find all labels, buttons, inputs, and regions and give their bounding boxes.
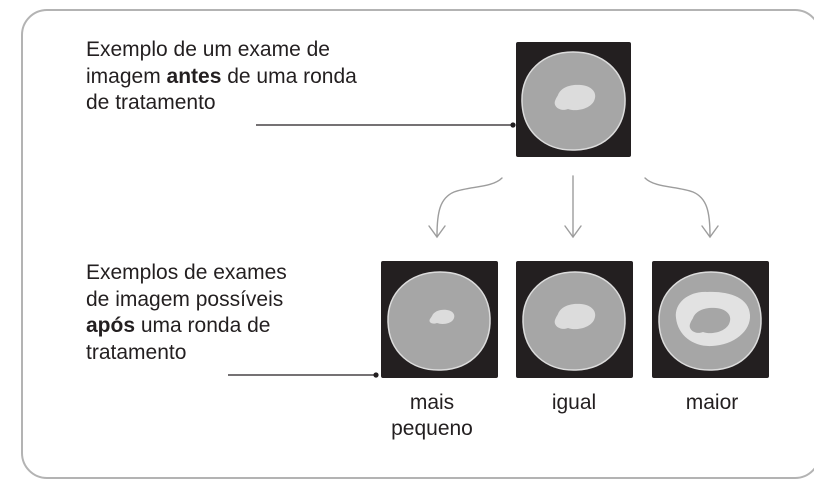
scan-after-same bbox=[516, 261, 633, 378]
caption-before-line2-pre: imagem bbox=[86, 64, 167, 88]
label-smaller-line1: mais bbox=[409, 391, 455, 414]
caption-after-line3-post: uma ronda de bbox=[135, 314, 271, 337]
label-smaller-line2: pequeno bbox=[391, 417, 473, 440]
caption-before-line2: imagem antes de uma ronda bbox=[86, 64, 357, 91]
caption-before-line3: de tratamento bbox=[86, 91, 216, 114]
tumor-shape bbox=[554, 84, 596, 111]
caption-after-line1: Exemplos de exames bbox=[86, 261, 287, 284]
label-smaller: mais pequeno bbox=[362, 390, 502, 442]
caption-after-line3: após uma ronda de bbox=[86, 313, 287, 340]
diagram-artwork bbox=[228, 42, 769, 378]
arrow-to-smaller bbox=[428, 177, 503, 239]
label-larger: maior bbox=[685, 391, 739, 414]
caption-after-line2: de imagem possíveis bbox=[86, 287, 284, 311]
scan-before bbox=[516, 42, 631, 157]
caption-before-line2-post: de uma ronda bbox=[221, 64, 357, 88]
leader-line-after bbox=[228, 372, 379, 378]
caption-before-line1: Exemplo de um exame de bbox=[86, 38, 330, 61]
caption-after-treatment: Exemplos de exames de imagem possíveis a… bbox=[86, 260, 287, 366]
scan-after-smaller bbox=[381, 261, 498, 378]
arrow-to-larger bbox=[644, 177, 719, 239]
caption-before-treatment: Exemplo de um exame de imagem antes de u… bbox=[86, 37, 357, 117]
label-same: igual bbox=[551, 391, 597, 414]
caption-before-bold-word: antes bbox=[166, 64, 222, 88]
leader-line-before bbox=[256, 122, 516, 128]
arrow-to-same bbox=[564, 175, 582, 239]
caption-after-line4: tratamento bbox=[86, 340, 187, 364]
caption-after-bold-word: após bbox=[86, 314, 136, 337]
scan-after-larger bbox=[652, 261, 769, 378]
